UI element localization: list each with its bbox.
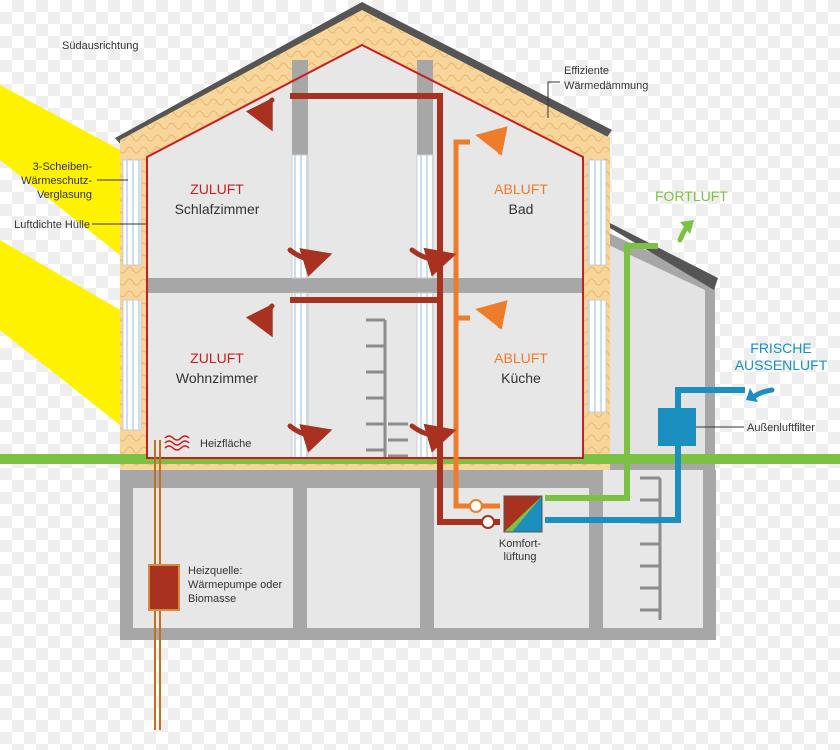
filter-label: Außenluftfilter bbox=[747, 422, 815, 434]
komfort-label-2: lüftung bbox=[503, 551, 536, 563]
sun-ray-upper bbox=[0, 85, 120, 255]
fortluft-arrow-head bbox=[680, 220, 694, 234]
heiz-label-2: Wärmepumpe oder bbox=[188, 579, 282, 591]
lower-room bbox=[147, 293, 583, 458]
glas-label-2: Wärmeschutz- bbox=[21, 175, 92, 187]
outgoing-duct bbox=[545, 243, 658, 501]
abluft-mid-label: ABLUFT bbox=[494, 350, 548, 366]
fresh-air-duct bbox=[545, 387, 745, 523]
post-basement-2 bbox=[420, 488, 434, 628]
room-kueche-label: Küche bbox=[501, 370, 541, 386]
middle-floor bbox=[147, 278, 583, 293]
fan-icon-bottom bbox=[481, 515, 495, 529]
post-attic-left bbox=[292, 60, 308, 155]
post-upper-right bbox=[416, 154, 434, 279]
zuluft-mid-label: ZULUFT bbox=[190, 350, 244, 366]
glas-label-3: Verglasung bbox=[37, 189, 92, 201]
daemmung-label-2: Wärmedämmung bbox=[564, 80, 648, 92]
room-schlaf-label: Schlafzimmer bbox=[175, 201, 260, 217]
frische-label-2: AUSSENLUFT bbox=[735, 357, 828, 373]
huelle-label: Luftdichte Hülle bbox=[14, 219, 90, 231]
stairs-ground bbox=[366, 318, 408, 458]
heating-surface-icon bbox=[164, 435, 190, 451]
fan-icon-top bbox=[469, 499, 483, 513]
heiz-label-1: Heizquelle: bbox=[188, 565, 242, 577]
basement-room-mid bbox=[307, 488, 589, 628]
window-upper-left bbox=[122, 159, 142, 266]
abluft-top-label: ABLUFT bbox=[494, 181, 548, 197]
frische-label-1: FRISCHE bbox=[750, 340, 811, 356]
window-lower-right bbox=[587, 299, 607, 413]
air-filter-box bbox=[658, 408, 696, 446]
fortluft-label: FORTLUFT bbox=[655, 188, 728, 204]
zuluft-top-label: ZULUFT bbox=[190, 181, 244, 197]
daemmung-label-1: Effiziente bbox=[564, 65, 609, 77]
exhaust-arrows bbox=[475, 126, 508, 330]
daemmung-leader bbox=[547, 81, 560, 118]
window-upper-right bbox=[587, 159, 607, 266]
fresh-arrow bbox=[752, 387, 775, 399]
ground-line-right bbox=[716, 454, 840, 464]
post-upper-left bbox=[291, 154, 309, 279]
upper-room bbox=[147, 45, 583, 278]
post-basement-1 bbox=[293, 488, 307, 628]
glas-label-1: 3-Scheiben- bbox=[33, 161, 93, 173]
heizflaeche-label: Heizfläche bbox=[200, 438, 251, 450]
post-attic-right bbox=[417, 60, 433, 155]
airtight-envelope bbox=[146, 43, 584, 459]
post-basement-3 bbox=[589, 488, 603, 628]
heat-source-box bbox=[148, 564, 180, 611]
ground-line-mask bbox=[0, 454, 122, 464]
basement-room-right bbox=[603, 470, 703, 628]
annex-roof bbox=[600, 222, 718, 290]
heat-exchanger bbox=[503, 495, 543, 533]
room-bad-label: Bad bbox=[509, 201, 534, 217]
room-wohn-label: Wohnzimmer bbox=[176, 370, 259, 386]
supply-arrows bbox=[245, 97, 457, 453]
sun-ray-lower bbox=[0, 240, 120, 425]
sued-label: Südausrichtung bbox=[62, 40, 138, 52]
window-lower-left bbox=[122, 299, 142, 431]
fresh-arrow-head bbox=[746, 388, 758, 402]
supply-duct bbox=[290, 93, 500, 525]
komfort-label-1: Komfort- bbox=[499, 538, 542, 550]
heiz-label-3: Biomasse bbox=[188, 593, 236, 605]
